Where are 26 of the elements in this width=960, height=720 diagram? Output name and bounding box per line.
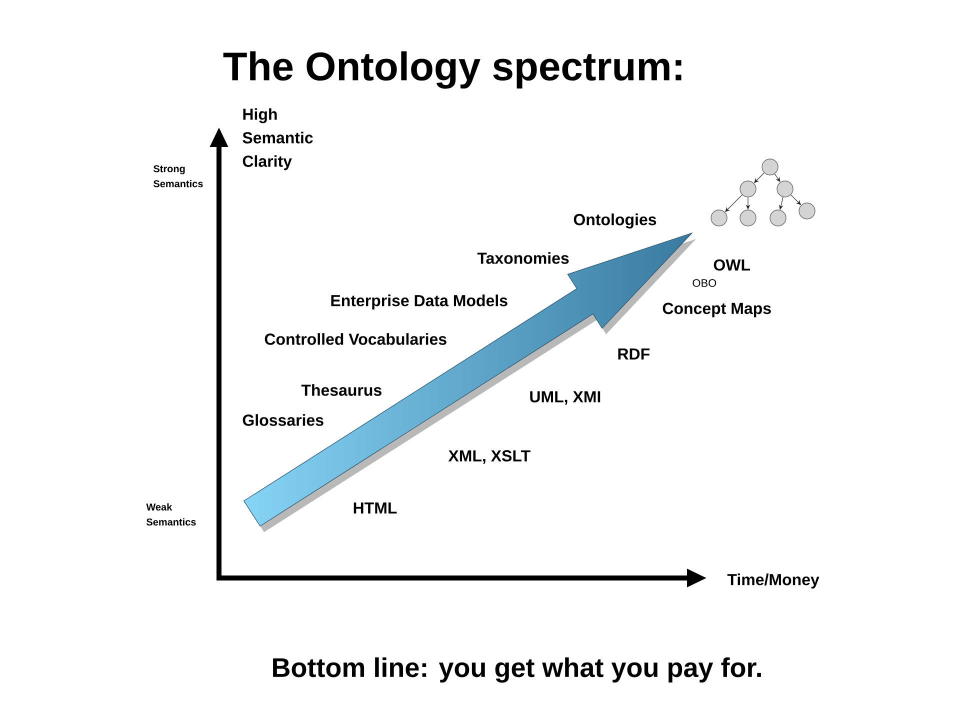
spectrum-label: OBO [692,279,716,287]
tree-node-circle [776,180,794,198]
axis-label: High Semantic Clarity [242,108,313,170]
caption: Bottom line: you get what you pay for. [273,657,761,683]
tree-node-circle [798,202,816,220]
tree-node-circle [770,210,786,226]
spectrum-label: Thesaurus [301,384,382,396]
tree-node-circle [740,180,756,198]
spectrum-label: Controlled Vocabularies [264,333,446,345]
title: The Ontology spectrum: [223,51,682,89]
spectrum-label: Taxonomies [477,252,569,264]
tree-node-circle [710,210,728,226]
spectrum-label: UML, XMI [530,391,600,405]
spectrum-label: HTML [354,502,397,514]
spectrum-label: Enterprise Data Models [331,294,508,310]
spectrum-label: Concept Maps [662,302,771,318]
spectrum-label: Glossaries [242,414,324,426]
tree-node-circle [762,158,778,176]
spectrum-label: OWL [714,259,750,271]
axis-label: Time/Money [727,574,820,588]
spectrum-label: RDF [618,348,650,360]
tree-node-circle [740,210,756,226]
axis-label: Strong Semantics [153,165,203,188]
spectrum-label: Ontologies [574,214,656,228]
axis-label: Weak Semantics [146,503,196,526]
spectrum-label: XML, XSLT [448,450,530,464]
